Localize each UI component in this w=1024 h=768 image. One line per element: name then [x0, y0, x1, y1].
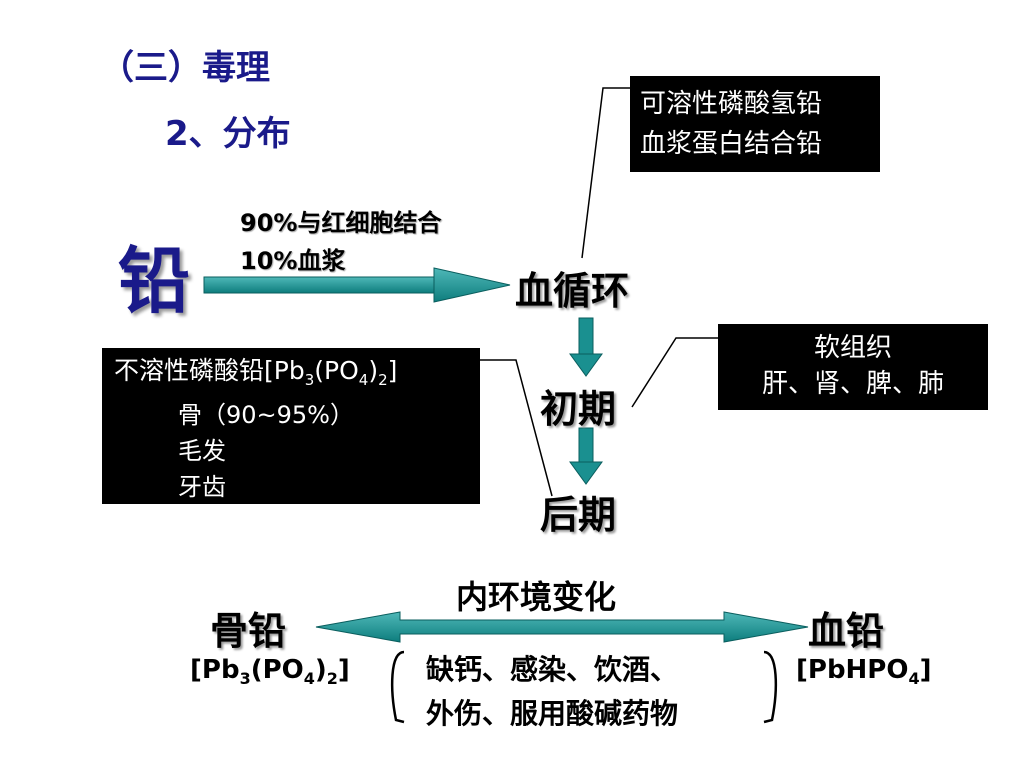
connector-soft [631, 337, 718, 408]
arrow-label-line2: 10%血浆 [240, 247, 346, 275]
bone-lead-formula: [Pb3(PO4)2] [190, 655, 350, 689]
subtitle: 2、分布 [165, 114, 291, 154]
down-arrow-2 [569, 427, 603, 485]
blood-lead-box: 可溶性磷酸氢铅 血浆蛋白结合铅 [630, 76, 880, 172]
soft-box-title: 软组织 [813, 333, 892, 363]
arrow-label-line1: 90%与红细胞结合 [240, 209, 442, 237]
blood-lead-label: 血铅 [808, 609, 885, 653]
soft-tissue-box: 软组织 肝、肾、脾、肺 [718, 324, 988, 410]
factors-list: 缺钙、感染、饮酒、 外伤、服用酸碱药物 [426, 648, 678, 736]
main-arrow [203, 267, 511, 303]
environment-change-label: 内环境变化 [456, 578, 617, 616]
connector-bone [480, 359, 553, 497]
bone-box-item-bone: 骨（90~95%） [178, 401, 354, 429]
stage-early: 初期 [540, 387, 617, 431]
right-paren [763, 650, 778, 724]
bone-box-item-hair: 毛发 [178, 437, 226, 465]
blood-box-line1: 可溶性磷酸氢铅 [640, 89, 823, 119]
blood-box-line2: 血浆蛋白结合铅 [640, 129, 823, 159]
down-arrow-1 [569, 317, 603, 377]
left-paren [390, 650, 405, 724]
factors-line2: 外伤、服用酸碱药物 [426, 697, 679, 730]
stage-circulation: 血循环 [515, 269, 630, 313]
bottom-double-arrow [315, 611, 809, 643]
bone-box-title: 不溶性磷酸铅[Pb3(PO4)2] [114, 356, 398, 389]
stage-late: 后期 [540, 493, 617, 537]
bone-lead-label: 骨铅 [210, 609, 287, 653]
lead-element: 铅 [118, 239, 191, 323]
blood-lead-formula: [PbHPO4] [796, 655, 932, 689]
section-title: （三）毒理 [100, 48, 270, 88]
bone-lead-box: 不溶性磷酸铅[Pb3(PO4)2] 骨（90~95%） 毛发 牙齿 [102, 348, 480, 504]
bone-box-item-teeth: 牙齿 [178, 473, 226, 501]
soft-box-organs: 肝、肾、脾、肺 [761, 369, 944, 399]
connector-blood [581, 87, 630, 259]
factors-line1: 缺钙、感染、饮酒、 [426, 653, 679, 686]
